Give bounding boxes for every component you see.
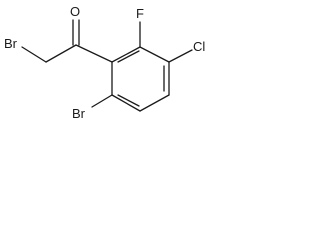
bond-carbonyl-ring <box>75 44 113 63</box>
structure-drawing: O F Br Cl Br <box>4 4 205 121</box>
molecule-diagram: O F Br Cl Br <box>0 0 233 137</box>
chlorine-label: Cl <box>193 39 205 54</box>
bond-ring-chlorine <box>168 49 193 63</box>
bond-ring-c4-c5 <box>139 94 170 112</box>
fluorine-label: F <box>136 6 144 21</box>
bond-ring-c5-c6 <box>111 94 141 112</box>
atom-labels: O F Br Cl Br <box>4 4 205 121</box>
bond-ring-inner-c5-c6 <box>117 94 140 107</box>
bond-br-ch2 <box>21 46 47 63</box>
bond-ch2-carbonyl <box>45 44 77 63</box>
bond-ring-inner-c1-c2 <box>117 50 140 63</box>
bromine-aryl-label: Br <box>72 106 86 121</box>
bond-ring-bromine <box>91 94 113 108</box>
bonds <box>21 19 193 112</box>
oxygen-label: O <box>70 4 80 19</box>
bond-ring-c1-c2 <box>111 46 141 63</box>
bond-ring-c2-c3 <box>139 46 170 63</box>
bromine-alkyl-label: Br <box>4 36 18 51</box>
